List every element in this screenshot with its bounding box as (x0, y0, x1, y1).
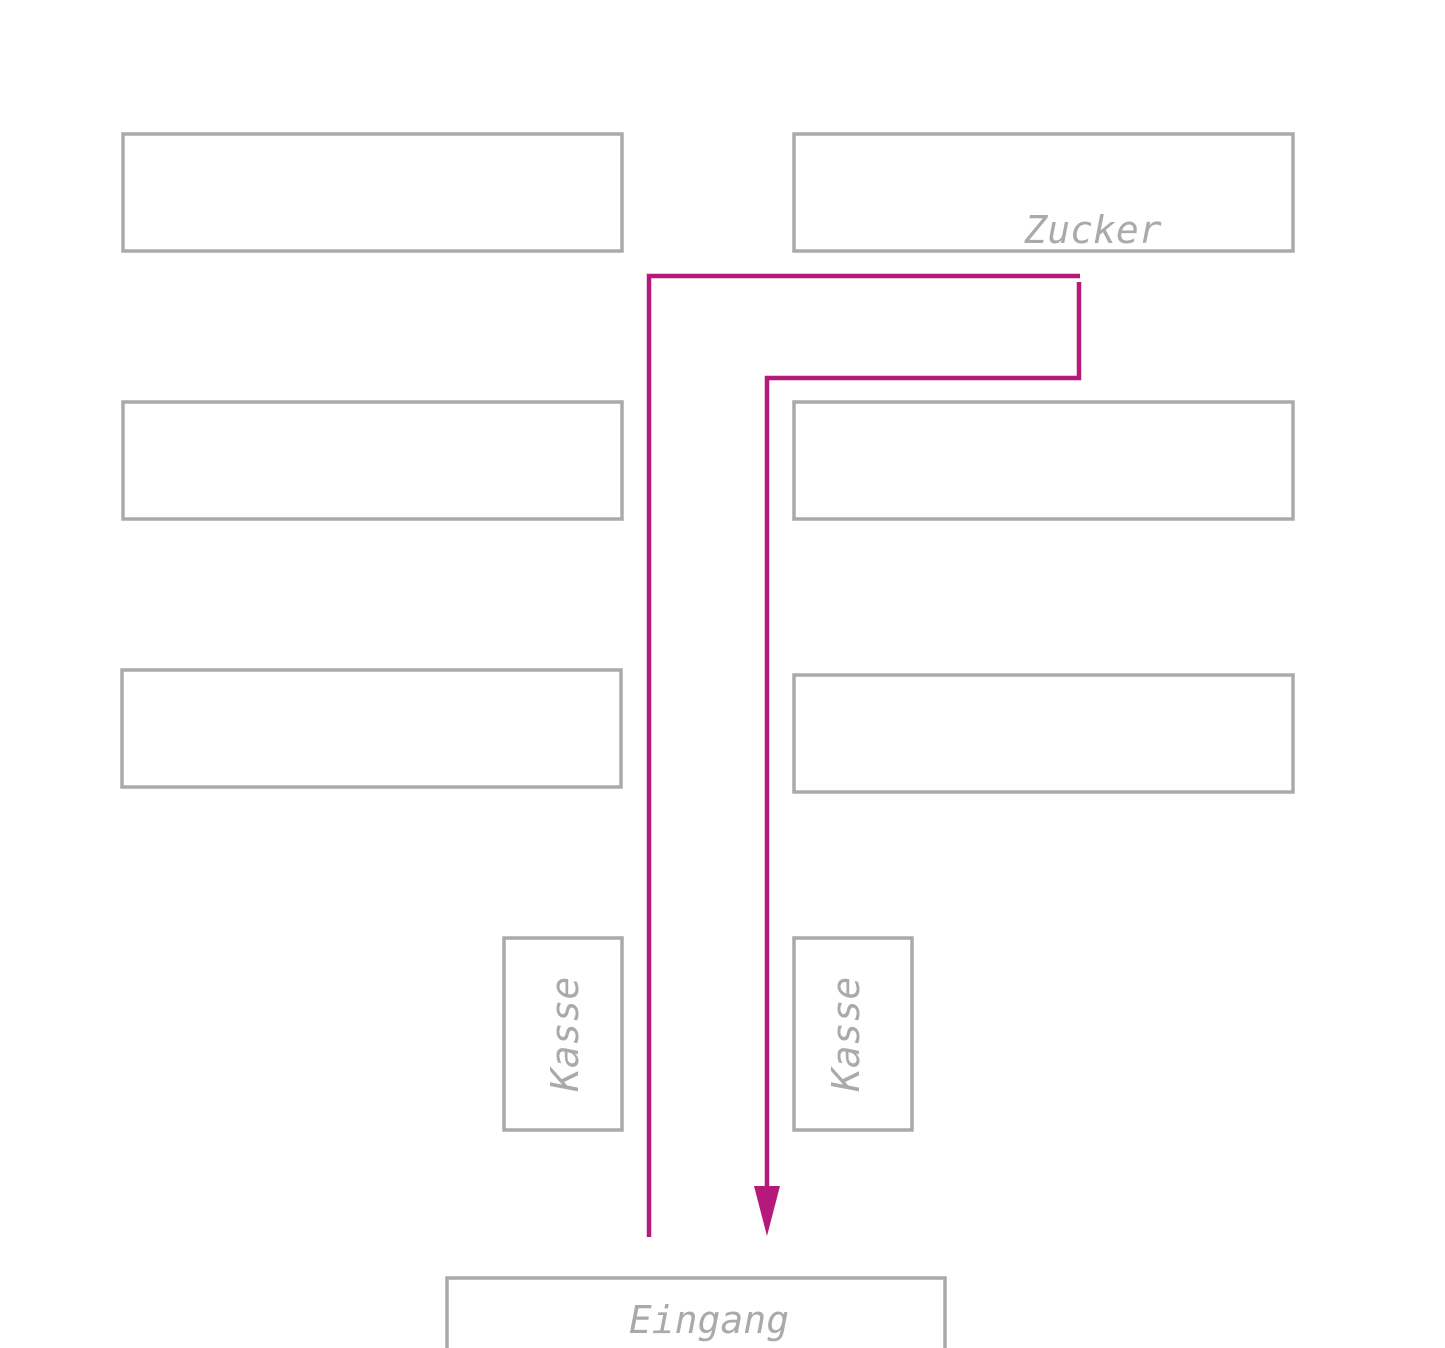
shelf-right-3 (792, 673, 1295, 794)
route-arrow-head (754, 1186, 780, 1236)
checkout-right (792, 936, 914, 1132)
route-path-outbound (764, 282, 1082, 1195)
product-label-sugar: Zucker (1023, 208, 1161, 252)
shelf-right-2 (792, 400, 1295, 521)
route-path-inbound (646, 273, 1080, 1237)
entrance-box (445, 1276, 947, 1348)
checkout-left-label: Kasse (543, 977, 587, 1092)
shelf-left-2 (121, 400, 624, 521)
entrance-label: Eingang (629, 1298, 789, 1342)
checkout-left (502, 936, 624, 1132)
checkout-right-label: Kasse (824, 977, 868, 1092)
shelf-right-1-sugar (792, 132, 1295, 253)
shelf-left-1 (121, 132, 624, 253)
shelf-left-3 (120, 668, 623, 789)
